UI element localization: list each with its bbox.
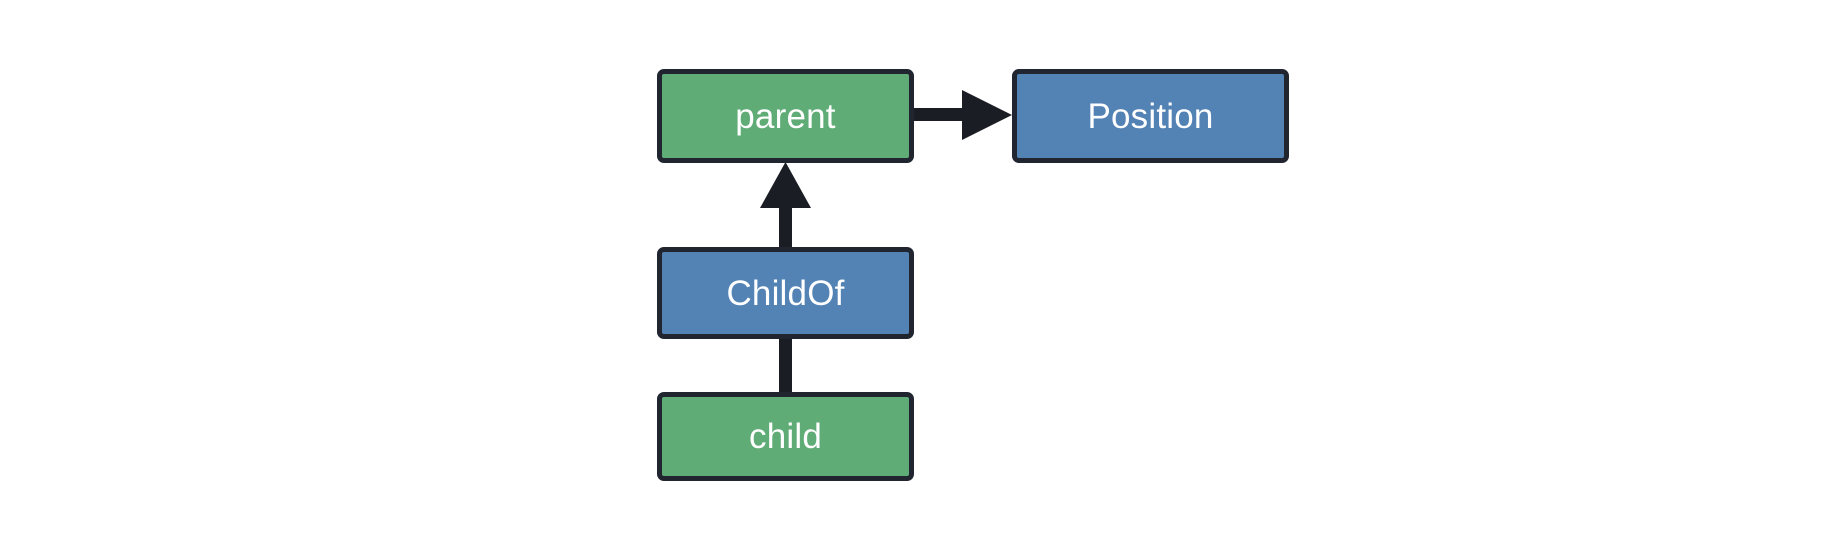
node-parent[interactable]: parent [657,69,914,163]
edge-parent-to-position [913,90,1012,140]
edge-child-to-childof [779,337,792,394]
node-child-label: child [749,417,822,456]
node-position[interactable]: Position [1012,69,1289,163]
node-childof[interactable]: ChildOf [657,247,914,339]
node-position-label: Position [1087,96,1214,136]
node-parent-label: parent [735,96,836,136]
node-child[interactable]: child [657,392,914,481]
edge-childof-to-parent [760,162,811,247]
node-childof-label: ChildOf [726,273,845,313]
